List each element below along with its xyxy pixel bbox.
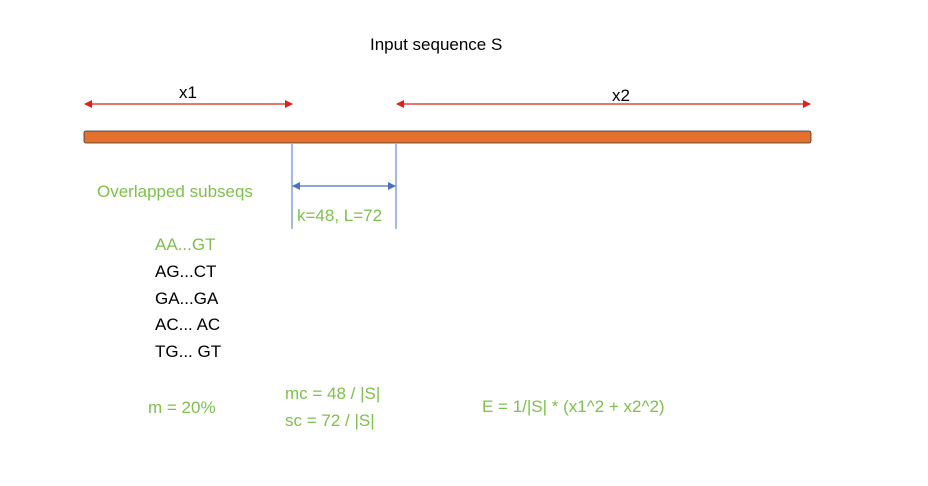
m-formula: m = 20% bbox=[148, 398, 216, 417]
e-formula: E = 1/|S| * (x1^2 + x2^2) bbox=[482, 397, 665, 416]
subseq-item: GA...GA bbox=[155, 289, 219, 308]
sequence-bar bbox=[83, 130, 812, 144]
overlap-params: k=48, L=72 bbox=[297, 206, 383, 225]
x2-label: x2 bbox=[612, 86, 630, 105]
x1-label: x1 bbox=[179, 83, 197, 102]
subseq-item: AG...CT bbox=[155, 262, 217, 281]
mc-formula: mc = 48 / |S| bbox=[285, 384, 381, 403]
sc-formula: sc = 72 / |S| bbox=[285, 411, 375, 430]
overlap-heading: Overlapped subseqs bbox=[97, 182, 253, 201]
diagram-title: Input sequence S bbox=[370, 35, 503, 54]
subseq-item: AA...GT bbox=[155, 235, 216, 254]
subseq-item: AC... AC bbox=[155, 315, 221, 334]
subseq-item: TG... GT bbox=[155, 342, 222, 361]
